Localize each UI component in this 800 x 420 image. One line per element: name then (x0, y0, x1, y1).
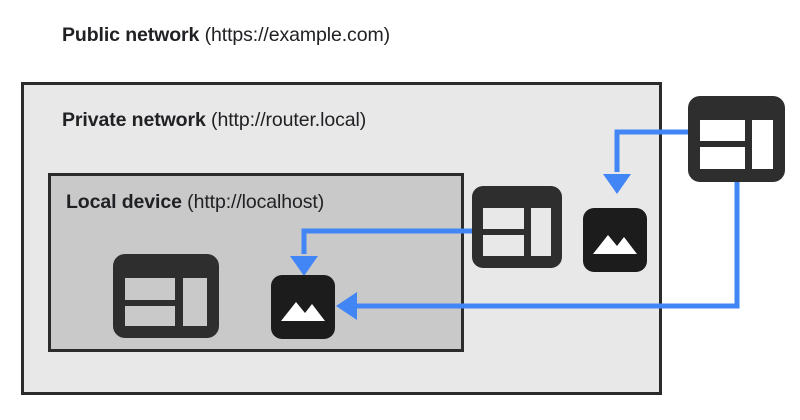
browser-window-icon (113, 254, 219, 338)
browser-window-icon-public[interactable] (688, 96, 785, 182)
private-network-label-strong: Private network (62, 109, 206, 131)
local-device-label-strong: Local device (66, 191, 182, 213)
browser-window-icon-local[interactable] (113, 254, 219, 338)
private-network-label: Private network (http://router.local) (62, 109, 366, 132)
public-network-label-url: (https://example.com) (199, 24, 390, 46)
public-network-label: Public network (https://example.com) (62, 24, 390, 47)
image-photo-icon-private[interactable] (583, 208, 647, 272)
local-device-label-url: (http://localhost) (181, 191, 325, 213)
image-photo-icon (271, 275, 335, 339)
local-device-label: Local device (http://localhost) (66, 191, 324, 214)
public-network-label-strong: Public network (62, 24, 200, 46)
private-network-label-url: (http://router.local) (205, 109, 367, 131)
image-photo-icon-local[interactable] (271, 275, 335, 339)
browser-window-icon (472, 186, 562, 268)
browser-window-icon-private[interactable] (472, 186, 562, 268)
image-photo-icon (583, 208, 647, 272)
browser-window-icon (688, 96, 785, 182)
